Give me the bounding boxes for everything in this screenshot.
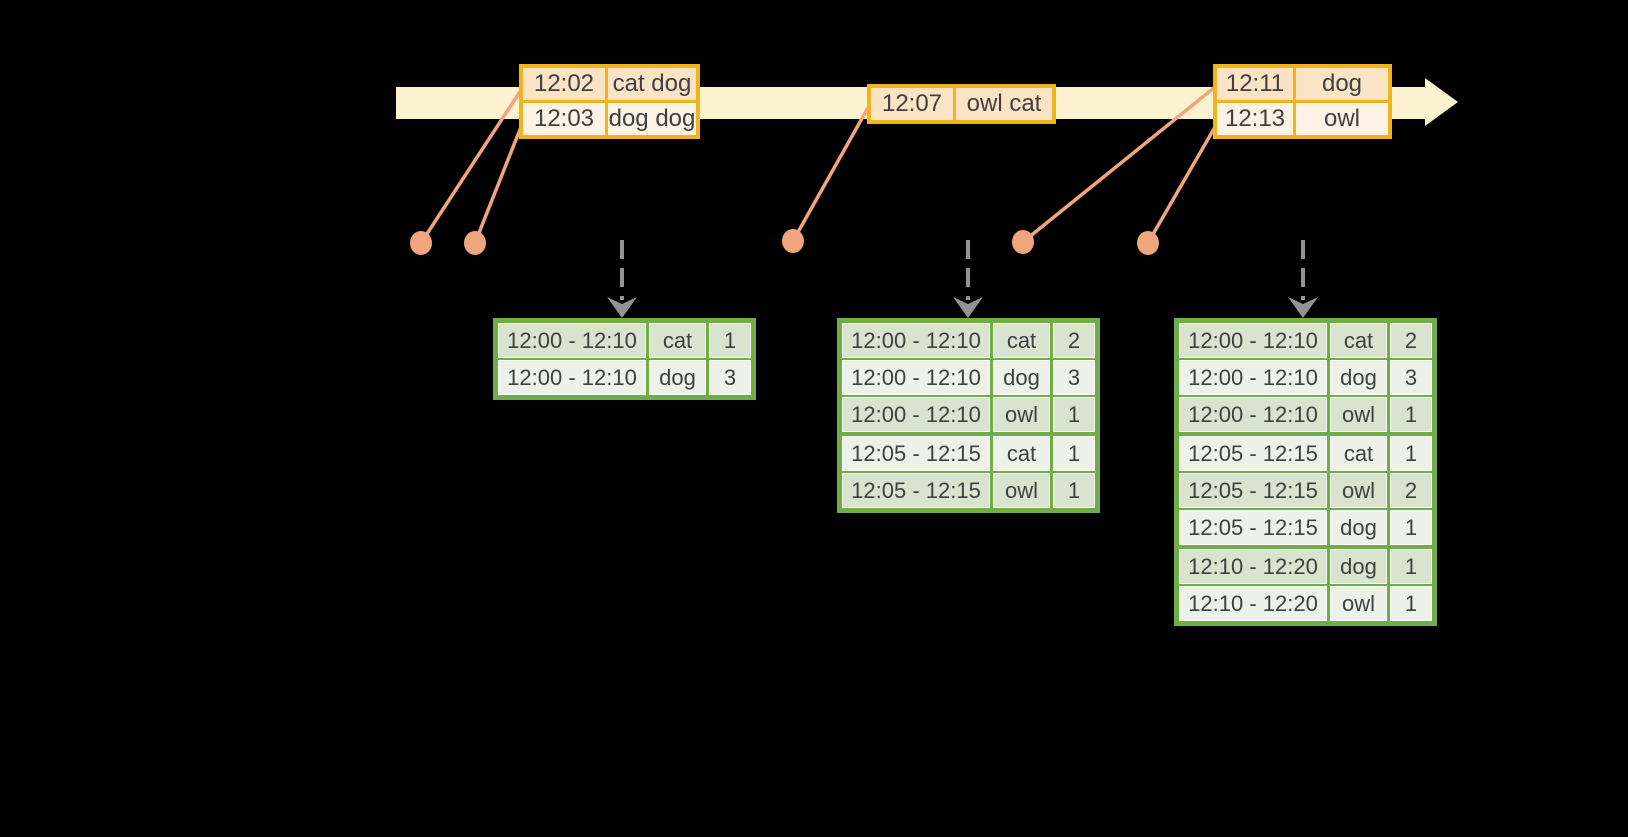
window-cell: 12:00 - 12:10	[842, 397, 990, 432]
timeline-arrowhead-icon	[1425, 78, 1458, 126]
count-cell: 1	[1053, 397, 1095, 432]
event-dot	[782, 229, 804, 253]
window-cell: 12:05 - 12:15	[842, 436, 990, 471]
count-cell: 3	[1053, 360, 1095, 395]
window-cell: 12:05 - 12:15	[842, 473, 990, 508]
word-cell: cat	[1330, 436, 1387, 471]
word-cell: dog	[1330, 510, 1387, 545]
count-cell: 1	[1390, 397, 1432, 432]
word-cell: owl	[1330, 397, 1387, 432]
event-dot	[1137, 231, 1159, 255]
word-cell: dog	[1330, 549, 1387, 584]
connector-line	[1021, 85, 1217, 244]
count-cell: 1	[709, 323, 751, 358]
count-cell: 3	[709, 360, 751, 395]
connector-line	[1146, 126, 1217, 244]
window-cell: 12:10 - 12:20	[1179, 586, 1327, 621]
word-cell: dog	[993, 360, 1050, 395]
window-cell: 12:10 - 12:20	[1179, 549, 1327, 584]
window-cell: 12:00 - 12:10	[1179, 323, 1327, 358]
connector-line	[791, 105, 871, 242]
word-cell: owl	[993, 397, 1050, 432]
count-cell: 1	[1390, 510, 1432, 545]
count-cell: 1	[1390, 586, 1432, 621]
event-time-cell: 12:02	[523, 68, 605, 100]
word-cell: cat	[649, 323, 706, 358]
connector-line	[419, 89, 523, 244]
count-cell: 1	[1390, 549, 1432, 584]
count-cell: 1	[1053, 436, 1095, 471]
window-cell: 12:05 - 12:15	[1179, 510, 1327, 545]
word-cell: owl	[1330, 473, 1387, 508]
window-cell: 12:00 - 12:10	[842, 323, 990, 358]
trigger-arrowhead-icon	[607, 297, 637, 318]
event-dot	[410, 231, 432, 255]
trigger-arrowhead-icon	[953, 297, 983, 318]
word-cell: owl	[993, 473, 1050, 508]
event-words-cell: owl	[1296, 103, 1388, 135]
event-dot	[1012, 230, 1034, 254]
window-cell: 12:00 - 12:10	[1179, 397, 1327, 432]
word-cell: dog	[649, 360, 706, 395]
connector-line	[473, 126, 523, 244]
word-cell: cat	[993, 323, 1050, 358]
count-cell: 1	[1053, 473, 1095, 508]
event-time-cell: 12:03	[523, 103, 605, 135]
word-cell: owl	[1330, 586, 1387, 621]
window-cell: 12:00 - 12:10	[1179, 360, 1327, 395]
count-cell: 2	[1390, 473, 1432, 508]
count-cell: 2	[1053, 323, 1095, 358]
event-words-cell: dog dog	[608, 103, 696, 135]
word-cell: cat	[993, 436, 1050, 471]
count-cell: 3	[1390, 360, 1432, 395]
event-dot	[464, 231, 486, 255]
window-cell: 12:00 - 12:10	[498, 360, 646, 395]
event-words-cell: cat dog	[608, 68, 696, 100]
event-words-cell: owl cat	[956, 88, 1052, 120]
window-cell: 12:00 - 12:10	[842, 360, 990, 395]
event-words-cell: dog	[1296, 68, 1388, 100]
event-time-cell: 12:11	[1217, 68, 1293, 100]
count-cell: 2	[1390, 323, 1432, 358]
event-time-cell: 12:07	[871, 88, 953, 120]
count-cell: 1	[1390, 436, 1432, 471]
word-cell: cat	[1330, 323, 1387, 358]
word-cell: dog	[1330, 360, 1387, 395]
window-cell: 12:05 - 12:15	[1179, 473, 1327, 508]
window-cell: 12:05 - 12:15	[1179, 436, 1327, 471]
trigger-arrowhead-icon	[1288, 297, 1318, 318]
event-time-cell: 12:13	[1217, 103, 1293, 135]
window-cell: 12:00 - 12:10	[498, 323, 646, 358]
